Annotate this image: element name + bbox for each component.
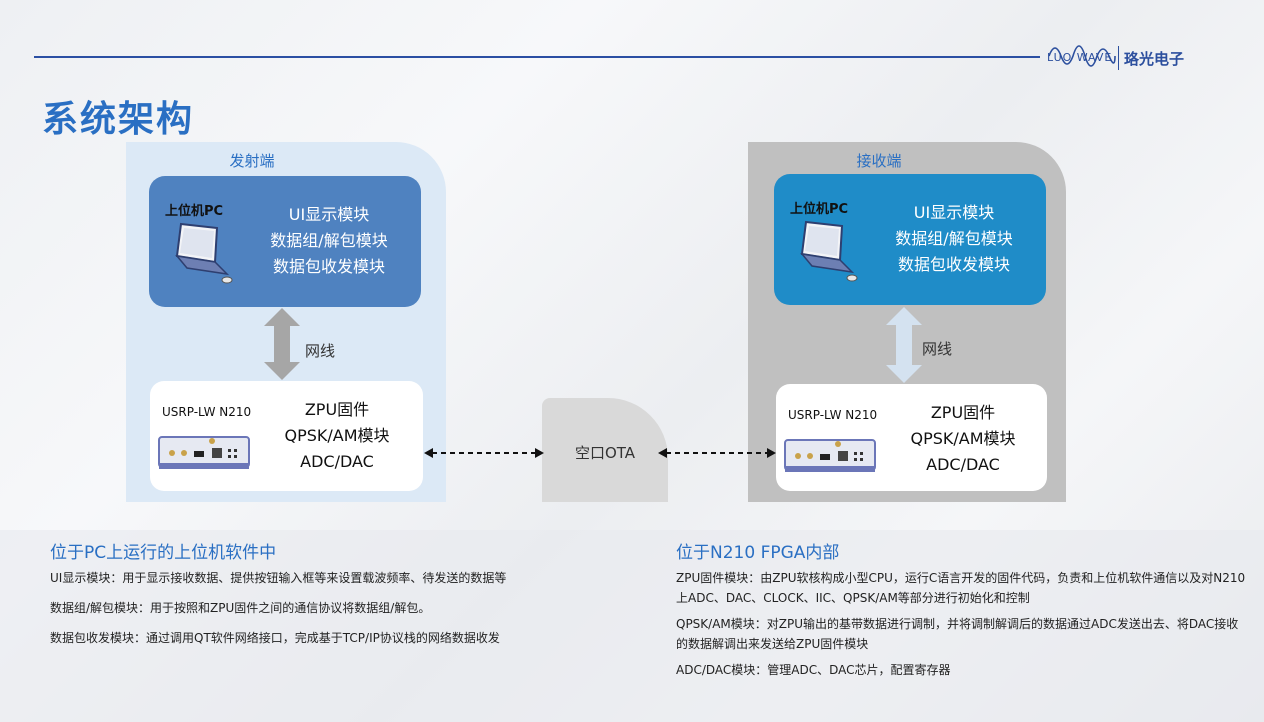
- rx-pc-module-ui: UI显示模块: [913, 203, 995, 222]
- brand-logo: LUO WAVE 珞光电子: [1047, 36, 1207, 76]
- rx-device-label: USRP-LW N210: [788, 408, 878, 422]
- tx-device-box: USRP-LW N210 ZPU固件 QPSK/AM模块 ADC/DAC: [150, 381, 423, 491]
- left-item-ui: UI显示模块：用于显示接收数据、提供按钮输入框等来设置载波频率、待发送的数据等: [50, 571, 507, 585]
- tx-device-module-zpu: ZPU固件: [304, 400, 370, 419]
- laptop-icon: [175, 222, 233, 284]
- rx-pc-modules: UI显示模块 数据组/解包模块 数据包收发模块: [869, 200, 1039, 278]
- tx-pc-module-pack: 数据组/解包模块: [270, 231, 388, 250]
- logo-divider: [1118, 46, 1119, 70]
- left-section-list: UI显示模块：用于显示接收数据、提供按钮输入框等来设置载波频率、待发送的数据等 …: [50, 568, 630, 648]
- rx-device-modules: ZPU固件 QPSK/AM模块 ADC/DAC: [888, 400, 1038, 478]
- right-item-adc: ADC/DAC模块：管理ADC、DAC芯片，配置寄存器: [676, 663, 951, 677]
- tx-device-module-qpsk: QPSK/AM模块: [284, 426, 390, 445]
- tx-device-modules: ZPU固件 QPSK/AM模块 ADC/DAC: [262, 397, 412, 475]
- tx-pc-module-io: 数据包收发模块: [272, 257, 385, 276]
- right-item-zpu: ZPU固件模块：由ZPU软核构成小型CPU，运行C语言开发的固件代码，负责和上位…: [676, 571, 1246, 605]
- description-area: [0, 530, 1264, 722]
- rx-panel-title: 接收端: [856, 152, 902, 170]
- ota-label: 空口OTA: [574, 444, 636, 462]
- usrp-device-icon: [784, 439, 876, 472]
- rx-device-box: USRP-LW N210 ZPU固件 QPSK/AM模块 ADC/DAC: [776, 384, 1047, 491]
- tx-pc-modules: UI显示模块 数据组/解包模块 数据包收发模块: [244, 202, 414, 280]
- right-section-title: 位于N210 FPGA内部: [676, 543, 840, 563]
- left-item-io: 数据包收发模块：通过调用QT软件网络接口，完成基于TCP/IP协议栈的网络数据收…: [50, 631, 500, 645]
- tx-device-label: USRP-LW N210: [162, 405, 252, 419]
- rx-link-label: 网线: [922, 340, 953, 358]
- right-section-list: ZPU固件模块：由ZPU软核构成小型CPU，运行C语言开发的固件代码，负责和上位…: [676, 568, 1246, 680]
- logo-text-cn: 珞光电子: [1124, 50, 1185, 68]
- tx-ota-connector: [424, 448, 544, 458]
- ota-box: 空口OTA: [542, 398, 668, 502]
- left-section-title: 位于PC上运行的上位机软件中: [50, 543, 277, 563]
- tx-pc-box: 上位机PC UI显示模块 数据组/解包模块 数据包收发模块: [149, 176, 421, 307]
- tx-panel-title: 发射端: [229, 152, 275, 170]
- rx-pc-module-io: 数据包收发模块: [897, 255, 1010, 274]
- tx-device-module-adc: ADC/DAC: [300, 452, 374, 471]
- right-item-qpsk: QPSK/AM模块：对ZPU输出的基带数据进行调制，并将调制解调后的数据通过AD…: [676, 617, 1239, 651]
- page-title: 系统架构: [42, 99, 195, 140]
- rx-pc-label: 上位机PC: [790, 202, 849, 217]
- tx-pc-module-ui: UI显示模块: [288, 205, 370, 224]
- left-item-pack: 数据组/解包模块：用于按照和ZPU固件之间的通信协议将数据组/解包。: [50, 601, 431, 615]
- rx-link-arrow: [886, 307, 922, 383]
- laptop-icon: [800, 220, 858, 282]
- usrp-device-icon: [158, 436, 250, 469]
- logo-text-en: LUO WAVE: [1047, 51, 1113, 64]
- rx-device-module-qpsk: QPSK/AM模块: [910, 429, 1016, 448]
- rx-device-module-zpu: ZPU固件: [930, 403, 996, 422]
- tx-pc-label: 上位机PC: [165, 204, 224, 219]
- rx-pc-module-pack: 数据组/解包模块: [895, 229, 1013, 248]
- ota-rx-connector: [658, 448, 776, 458]
- rx-device-module-adc: ADC/DAC: [926, 455, 1000, 474]
- rx-pc-box: 上位机PC UI显示模块 数据组/解包模块 数据包收发模块: [774, 174, 1046, 305]
- header-rule: [34, 56, 1040, 58]
- tx-link-label: 网线: [305, 342, 336, 360]
- wave-icon: [1048, 45, 1116, 67]
- tx-link-arrow: [264, 308, 300, 380]
